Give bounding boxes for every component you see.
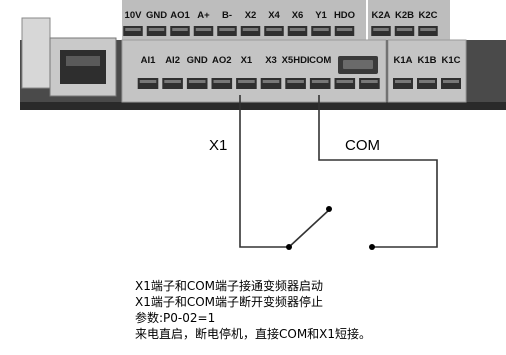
bottom-relay-terminal-label: K1B (417, 55, 436, 66)
top-terminal-screw-highlight (172, 28, 188, 31)
jumper-cap-highlight (343, 60, 373, 69)
bottom-terminal-screw (211, 78, 233, 89)
top-terminal-screw-highlight (219, 28, 235, 31)
pcb-board-edge (20, 102, 506, 110)
top-terminal-screw-highlight (125, 28, 141, 31)
bottom-relay-terminal-screw-highlight (443, 80, 459, 83)
top-terminal-label: Y1 (315, 10, 327, 21)
x1-wire-label: X1 (209, 137, 227, 154)
bottom-terminal-screw (285, 78, 306, 89)
top-terminal-screw-highlight (195, 28, 212, 31)
bottom-terminal-screw-highlight (361, 80, 378, 83)
top-relay-terminal-screw-highlight (420, 28, 436, 31)
bottom-terminal-screw (309, 78, 331, 89)
bottom-terminal-label: AI2 (165, 55, 180, 66)
bottom-terminal-screw-highlight (164, 80, 181, 83)
top-relay-terminal-label: K2A (371, 10, 390, 21)
bottom-terminal-screw (260, 78, 282, 89)
top-terminal-label: B- (222, 10, 232, 21)
bottom-relay-terminal-screw (417, 78, 437, 89)
top-terminal-label: A+ (197, 10, 210, 21)
com-wire (318, 95, 438, 248)
top-relay-terminal-label: K2B (395, 10, 414, 21)
bottom-terminal-screw (236, 78, 257, 89)
bottom-terminal-screw-highlight (336, 80, 354, 83)
bottom-terminal-screw (186, 78, 208, 89)
bottom-relay-block (387, 39, 467, 103)
bottom-terminal-label: GND (187, 55, 208, 66)
bottom-terminal-screw-highlight (311, 80, 329, 83)
note-line-4: 来电直启，断电停机，直接COM和X1短接。 (135, 327, 372, 341)
com-wire-label: COM (345, 137, 380, 154)
top-terminal-screw-highlight (266, 28, 282, 31)
bottom-relay-terminal-screw-highlight (419, 80, 435, 83)
x1-wire (239, 95, 289, 248)
bottom-terminal-screw-highlight (287, 80, 304, 83)
top-relay-terminal-screw-highlight (396, 28, 413, 31)
bottom-terminal-label: X5HDI (282, 55, 310, 66)
top-terminal-screw-highlight (242, 28, 259, 31)
bottom-terminal-screw (137, 78, 159, 89)
top-terminal-label: X6 (292, 10, 304, 21)
bottom-terminal-screw-highlight (188, 80, 206, 83)
bottom-terminal-screw-highlight (238, 80, 255, 83)
notes-block: X1端子和COM端子接通变频器启动 X1端子和COM端子断开变频器停止 参数:P… (135, 278, 371, 342)
bottom-terminal-label: X3 (265, 55, 277, 66)
top-terminal-label: 10V (125, 10, 143, 21)
top-terminal-screw-highlight (148, 28, 165, 31)
note-line-3: 参数:P0-02=1 (135, 311, 216, 325)
top-terminal-label: GND (146, 10, 167, 21)
bottom-terminal-label: AO2 (212, 55, 232, 66)
bottom-terminal-screw (334, 78, 356, 89)
bottom-terminal-screw-highlight (262, 80, 280, 83)
top-terminal-label: X2 (245, 10, 257, 21)
note-line-1: X1端子和COM端子接通变频器启动 (135, 279, 324, 293)
rj45-port-icon (21, 17, 117, 97)
switch-contact-moving (326, 206, 332, 212)
switch-pivot (286, 244, 292, 250)
bottom-terminal-screw (162, 78, 183, 89)
top-terminal-screw-highlight (336, 28, 353, 31)
bottom-terminal-label: AI1 (141, 55, 157, 66)
bottom-terminal-screw-highlight (139, 80, 157, 83)
bottom-terminal-label: COM (309, 55, 331, 66)
note-line-2: X1端子和COM端子断开变频器停止 (135, 295, 324, 309)
bottom-terminal-screw (359, 78, 380, 89)
bottom-relay-terminal-screw (393, 78, 413, 89)
bottom-terminal-label: X1 (241, 55, 253, 66)
bottom-relay-terminal-label: K1C (441, 55, 460, 66)
top-relay-terminal-label: K2C (418, 10, 437, 21)
switch-contact-fixed (369, 244, 375, 250)
top-terminal-screw-highlight (289, 28, 306, 31)
top-terminal-label: AO1 (170, 10, 190, 21)
bottom-relay-terminal-screw-highlight (395, 80, 411, 83)
bottom-relay-terminal-screw (441, 78, 461, 89)
top-terminal-label: HDO (334, 10, 355, 21)
bottom-relay-terminal-label: K1A (393, 55, 412, 66)
top-terminal-label: X4 (268, 10, 280, 21)
bottom-terminal-screw-highlight (213, 80, 231, 83)
switch-blade (288, 209, 330, 248)
top-relay-terminal-screw-highlight (373, 28, 389, 31)
top-terminal-screw-highlight (313, 28, 329, 31)
